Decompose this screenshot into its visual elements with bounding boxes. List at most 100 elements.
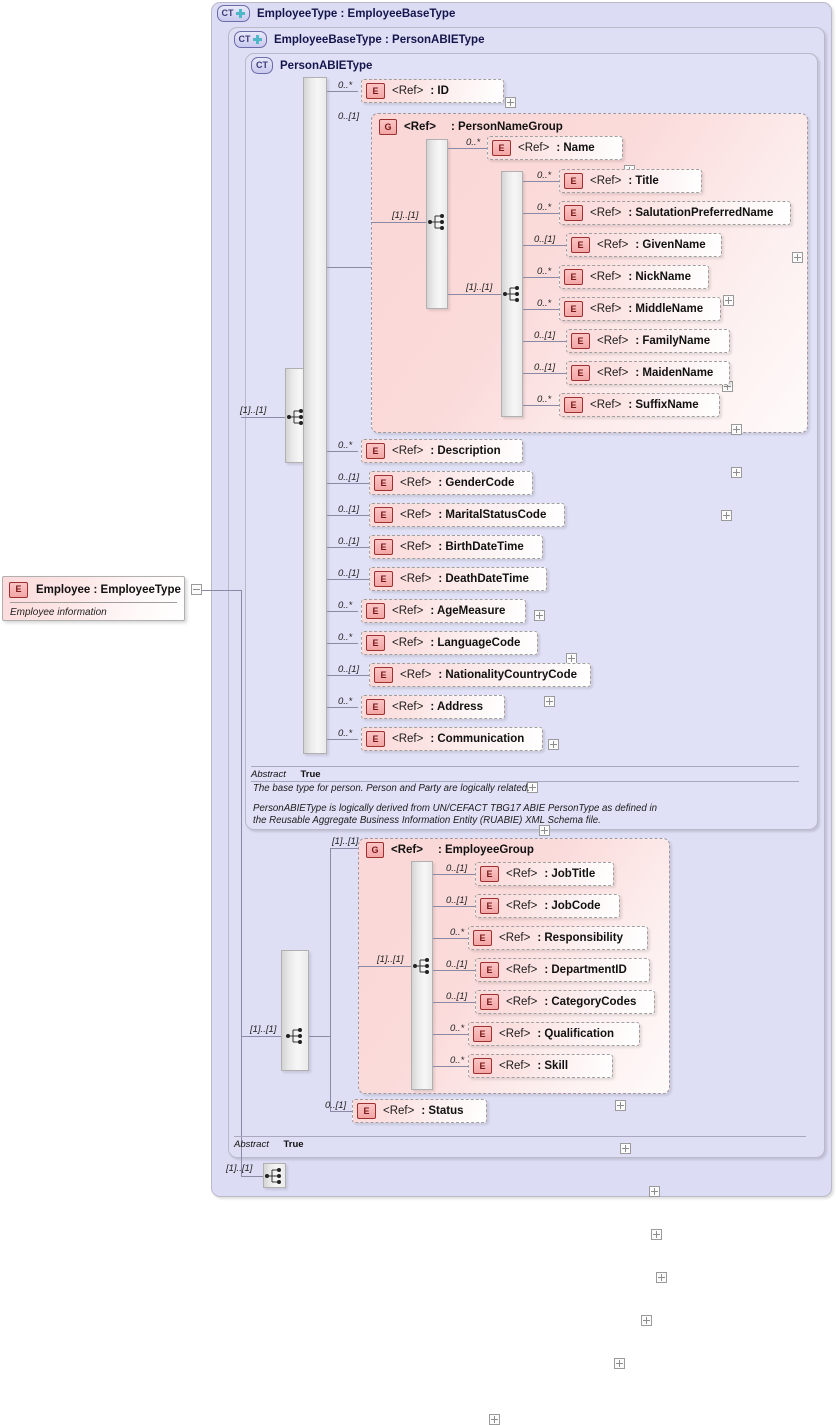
element-agemeasure[interactable]: E <Ref> : AgeMeasure xyxy=(361,599,526,623)
cardinality-label: 0..* xyxy=(537,202,552,213)
element-id[interactable]: E <Ref> : ID xyxy=(361,79,504,103)
expand-icon[interactable] xyxy=(656,1272,667,1283)
expand-icon[interactable] xyxy=(620,1143,631,1154)
element-ref: <Ref> xyxy=(400,541,432,553)
expand-icon[interactable] xyxy=(649,1186,660,1197)
e-badge-icon: E xyxy=(473,930,492,946)
element-departmentid[interactable]: E <Ref> : DepartmentID xyxy=(475,958,650,982)
element-gendercode[interactable]: E <Ref> : GenderCode xyxy=(369,471,533,495)
element-maritalstatuscode[interactable]: E <Ref> : MaritalStatusCode xyxy=(369,503,565,527)
element-name-text: : SalutationPreferredName xyxy=(628,207,774,219)
element-ref: <Ref> xyxy=(597,335,629,347)
expand-icon[interactable] xyxy=(792,252,803,263)
group-title-personnamegroup: G <Ref> : PersonNameGroup xyxy=(379,119,563,135)
connector xyxy=(433,906,475,907)
cardinality-label: [1]..[1] xyxy=(392,210,419,221)
expand-icon[interactable] xyxy=(731,467,742,478)
element-categorycodes[interactable]: E <Ref> : CategoryCodes xyxy=(475,990,655,1014)
sequence-compositor-icon xyxy=(428,214,444,230)
connector xyxy=(523,245,566,246)
element-name[interactable]: E <Ref> : Name xyxy=(487,136,623,160)
cardinality-label: 0..[1] xyxy=(446,991,468,1002)
element-familyname[interactable]: E <Ref> : FamilyName xyxy=(566,329,730,353)
title-employeetype: CT EmployeeType : EmployeeBaseType xyxy=(217,5,455,22)
element-nationalitycountrycode[interactable]: E <Ref> : NationalityCountryCode xyxy=(369,663,591,687)
element-maidenname[interactable]: E <Ref> : MaidenName xyxy=(566,361,730,385)
element-name-text: : MaritalStatusCode xyxy=(438,509,547,521)
element-address[interactable]: E <Ref> : Address xyxy=(361,695,505,719)
expand-icon[interactable] xyxy=(615,1100,626,1111)
expand-icon[interactable] xyxy=(651,1229,662,1240)
ct-expand-badge-icon[interactable]: CT xyxy=(234,31,267,48)
cardinality-label: 0..* xyxy=(338,600,353,611)
content-bar xyxy=(281,950,309,1071)
element-ref: <Ref> xyxy=(400,669,432,681)
connector xyxy=(448,294,505,295)
expand-icon[interactable] xyxy=(614,1358,625,1369)
root-element-employee[interactable]: E Employee : EmployeeType Employee infor… xyxy=(2,576,185,621)
connector xyxy=(358,966,415,967)
element-name-text: : NickName xyxy=(628,271,691,283)
expand-icon[interactable] xyxy=(505,97,516,108)
element-responsibility[interactable]: E <Ref> : Responsibility xyxy=(468,926,648,950)
element-nickname[interactable]: E <Ref> : NickName xyxy=(559,265,709,289)
connector xyxy=(433,1002,475,1003)
minus-icon[interactable] xyxy=(191,584,202,595)
cardinality-label: 0..* xyxy=(338,80,353,91)
element-ref: <Ref> xyxy=(392,701,424,713)
content-bar xyxy=(303,77,327,754)
title-employeebasetype: CT EmployeeBaseType : PersonABIEType xyxy=(234,31,484,48)
expand-icon[interactable] xyxy=(539,825,550,836)
element-skill[interactable]: E <Ref> : Skill xyxy=(468,1054,613,1078)
expand-icon[interactable] xyxy=(489,1414,500,1425)
element-salutationpreferredname[interactable]: E <Ref> : SalutationPreferredName xyxy=(559,201,791,225)
ct-badge-icon[interactable]: CT xyxy=(251,57,273,74)
cardinality-label: [1]..[1] xyxy=(377,954,404,965)
element-middlename[interactable]: E <Ref> : MiddleName xyxy=(559,297,721,321)
element-ref: <Ref> xyxy=(590,207,622,219)
expand-icon[interactable] xyxy=(548,739,559,750)
element-name-text: : DeathDateTime xyxy=(438,573,529,585)
expand-icon[interactable] xyxy=(721,510,732,521)
expand-icon[interactable] xyxy=(527,782,538,793)
expand-icon[interactable] xyxy=(723,295,734,306)
element-jobcode[interactable]: E <Ref> : JobCode xyxy=(475,894,620,918)
ct-expand-badge-icon[interactable]: CT xyxy=(217,5,250,22)
connector xyxy=(327,739,358,740)
e-badge-icon: E xyxy=(366,603,385,619)
expand-icon[interactable] xyxy=(641,1315,652,1326)
element-name-text: : Description xyxy=(430,445,501,457)
sequence-compositor-icon xyxy=(286,1028,302,1044)
element-birthdatetime[interactable]: E <Ref> : BirthDateTime xyxy=(369,535,543,559)
element-languagecode[interactable]: E <Ref> : LanguageCode xyxy=(361,631,538,655)
element-name-text: : Skill xyxy=(537,1060,569,1072)
abstract-row-personabietype: Abstract True xyxy=(251,766,799,780)
connector xyxy=(241,417,285,418)
cardinality-label: 0..[1] xyxy=(338,664,360,675)
element-jobtitle[interactable]: E <Ref> : JobTitle xyxy=(475,862,614,886)
cardinality-label: 0..[1] xyxy=(325,1100,347,1111)
root-element-title: Employee : EmployeeType xyxy=(36,583,181,596)
element-name-text: : Address xyxy=(430,701,483,713)
element-title[interactable]: E <Ref> : Title xyxy=(559,169,702,193)
e-badge-icon: E xyxy=(564,269,583,285)
element-communication[interactable]: E <Ref> : Communication xyxy=(361,727,543,751)
element-description[interactable]: E <Ref> : Description xyxy=(361,439,523,463)
expand-icon[interactable] xyxy=(534,610,545,621)
element-qualification[interactable]: E <Ref> : Qualification xyxy=(468,1022,640,1046)
element-deathdatetime[interactable]: E <Ref> : DeathDateTime xyxy=(369,567,547,591)
content-bar xyxy=(426,139,448,309)
element-name-text: : MaidenName xyxy=(635,367,714,379)
element-name-text: : GenderCode xyxy=(438,477,515,489)
connector xyxy=(523,341,566,342)
element-name-text: : Status xyxy=(421,1105,464,1117)
cardinality-label: 0..* xyxy=(338,632,353,643)
expand-icon[interactable] xyxy=(731,424,742,435)
element-suffixname[interactable]: E <Ref> : SuffixName xyxy=(559,393,720,417)
element-status[interactable]: E <Ref> : Status xyxy=(352,1099,487,1123)
expand-icon[interactable] xyxy=(544,696,555,707)
element-givenname[interactable]: E <Ref> : GivenName xyxy=(566,233,722,257)
connector xyxy=(523,405,560,406)
element-name-text: : Qualification xyxy=(537,1028,615,1040)
element-name: : ID xyxy=(430,85,449,97)
